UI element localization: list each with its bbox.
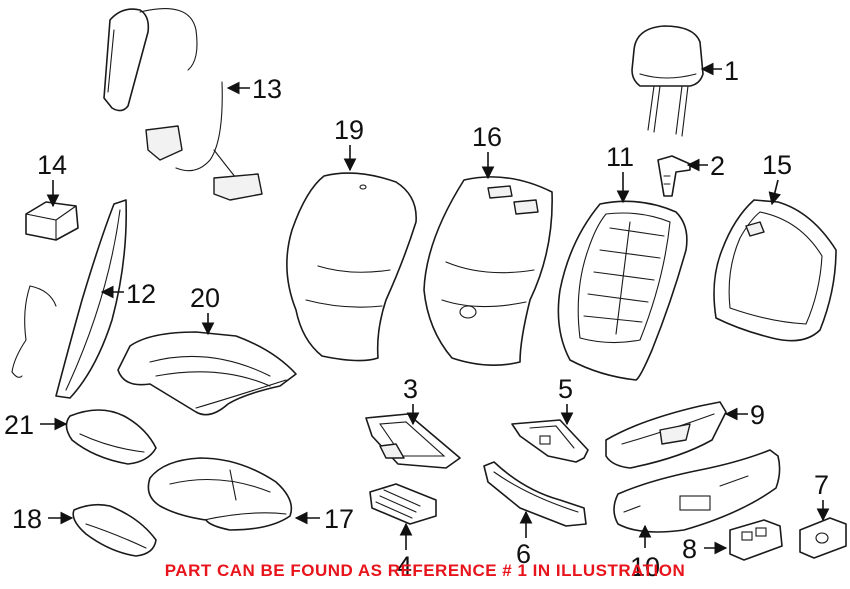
- callout-7: 7: [814, 470, 829, 500]
- leader-15: [768, 179, 782, 206]
- callout-18: 18: [12, 504, 42, 534]
- part-6-lower-trim[interactable]: [483, 461, 587, 527]
- callout-labels: 1 2 3 4 5 6 7 8 9 10 11 12 13 14 15 16 1…: [4, 56, 829, 582]
- callout-16: 16: [472, 122, 502, 152]
- callout-10: 10: [630, 552, 660, 582]
- part-17-cushion-foam[interactable]: [147, 457, 293, 531]
- part-10-outer-side-cover[interactable]: [613, 449, 781, 533]
- callout-3: 3: [403, 374, 418, 404]
- part-21-thigh-cushion[interactable]: [65, 409, 157, 465]
- callout-19: 19: [334, 115, 364, 145]
- part-1-headrest[interactable]: [631, 25, 704, 137]
- part-19-backrest-cover[interactable]: [286, 172, 417, 362]
- callout-21: 21: [4, 410, 34, 440]
- leader-lines: [40, 62, 830, 555]
- callout-5: 5: [558, 374, 573, 404]
- part-13-side-airbag-harness[interactable]: [103, 8, 263, 201]
- callout-1: 1: [724, 56, 739, 86]
- part-5-bracket[interactable]: [511, 419, 589, 463]
- callout-20: 20: [190, 283, 220, 313]
- part-20-cushion-frame[interactable]: [117, 331, 297, 416]
- callout-12: 12: [126, 279, 156, 309]
- callout-14: 14: [37, 150, 67, 180]
- callout-15: 15: [762, 150, 792, 180]
- callout-17: 17: [324, 504, 354, 534]
- part-16-backrest-foam[interactable]: [423, 176, 553, 366]
- part-9-side-cover-upper[interactable]: [605, 401, 727, 469]
- part-2-guide-sleeve[interactable]: [657, 155, 691, 197]
- part-4-control-unit[interactable]: [369, 483, 437, 525]
- callout-13: 13: [252, 74, 282, 104]
- part-14-control-module[interactable]: [25, 201, 79, 241]
- callout-8: 8: [682, 534, 697, 564]
- callout-4: 4: [397, 551, 412, 581]
- part-15-rear-panel[interactable]: [713, 199, 837, 342]
- callout-9: 9: [750, 400, 765, 430]
- part-7-lumbar-switch[interactable]: [799, 517, 847, 559]
- callout-6: 6: [516, 539, 531, 569]
- part-8-seat-switch[interactable]: [729, 519, 783, 561]
- callout-2: 2: [710, 151, 725, 181]
- part-12-side-trim[interactable]: [11, 199, 128, 399]
- callout-11: 11: [606, 142, 634, 172]
- part-11-backrest-frame[interactable]: [557, 200, 688, 381]
- reference-note: PART CAN BE FOUND AS REFERENCE # 1 IN IL…: [164, 561, 686, 580]
- part-18-front-cushion[interactable]: [72, 503, 157, 557]
